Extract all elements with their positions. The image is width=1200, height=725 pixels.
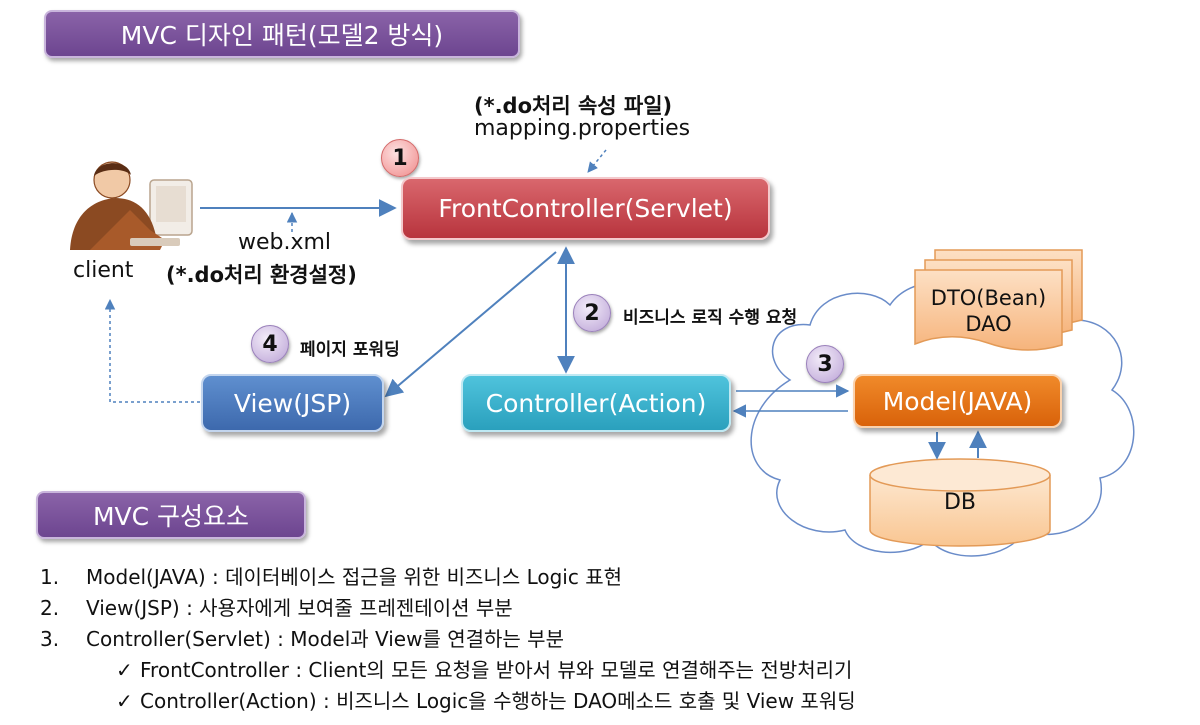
list-item-text: Controller(Servlet) : Model과 View를 연결하는 … <box>86 627 564 651</box>
step-4-badge: 4 <box>251 325 289 363</box>
step-2-text: 비즈니스 로직 수행 요청 <box>623 308 798 328</box>
client-user-icon <box>70 161 193 250</box>
dto-dao-documents <box>914 249 1083 351</box>
controller-action-node: Controller(Action) <box>461 374 731 432</box>
dto-dao-label: DTO(Bean) DAO <box>915 285 1062 338</box>
model-java-node: Model(JAVA) <box>853 374 1062 428</box>
sub-list-item-text: FrontController : Client의 모든 요청을 받아서 뷰와 … <box>140 658 853 682</box>
list-item-number: 3. <box>40 627 60 651</box>
list-item-text: Model(JAVA) : 데이터베이스 접근을 위한 비즈니스 Logic 표… <box>86 565 623 589</box>
list-item: 1. Model(JAVA) : 데이터베이스 접근을 위한 비즈니스 Logic… <box>40 562 1180 593</box>
response-arrow <box>104 298 200 403</box>
list-item-number: 1. <box>40 565 60 589</box>
list-item: 3. Controller(Servlet) : Model과 View를 연결하… <box>40 624 1180 655</box>
sub-list-item: ✓ FrontController : Client의 모든 요청을 받아서 뷰와… <box>40 655 1180 686</box>
db-label: DB <box>943 490 977 515</box>
list-item-number: 2. <box>40 596 60 620</box>
view-jsp-node: View(JSP) <box>201 374 384 432</box>
step-4-text: 페이지 포워딩 <box>300 340 400 360</box>
webxml-note: (*.do처리 환경설정) <box>166 263 357 287</box>
checkmark-icon: ✓ <box>116 689 133 713</box>
sub-list-item-text: Controller(Action) : 비즈니스 Logic을 수행하는 DA… <box>140 689 856 713</box>
dto-label: DTO(Bean) <box>930 286 1047 310</box>
step-3-badge: 3 <box>806 345 844 383</box>
mapping-note: (*.do처리 속성 파일) <box>474 94 673 118</box>
step-2-badge: 2 <box>573 294 611 332</box>
dao-label: DAO <box>965 312 1012 337</box>
forward-arrow <box>384 251 557 398</box>
front-controller-node: FrontController(Servlet) <box>401 177 770 240</box>
sub-list-item: ✓ Controller(Action) : 비즈니스 Logic을 수행하는 D… <box>40 686 1180 717</box>
main-title: MVC 디자인 패턴(모델2 방식) <box>44 10 520 58</box>
list-item: 2. View(JSP) : 사용자에게 보여줄 프레젠테이션 부분 <box>40 593 1180 624</box>
checkmark-icon: ✓ <box>116 658 133 682</box>
db-cylinder <box>869 458 1051 547</box>
mapping-config-arrow <box>587 149 607 173</box>
step-1-badge: 1 <box>381 139 419 177</box>
mapping-label: mapping.properties <box>474 116 691 141</box>
client-label: client <box>73 258 134 283</box>
list-item-text: View(JSP) : 사용자에게 보여줄 프레젠테이션 부분 <box>86 596 513 620</box>
components-list: 1. Model(JAVA) : 데이터베이스 접근을 위한 비즈니스 Logic… <box>40 562 1180 717</box>
webxml-label: web.xml <box>238 230 332 255</box>
components-title: MVC 구성요소 <box>36 491 306 539</box>
